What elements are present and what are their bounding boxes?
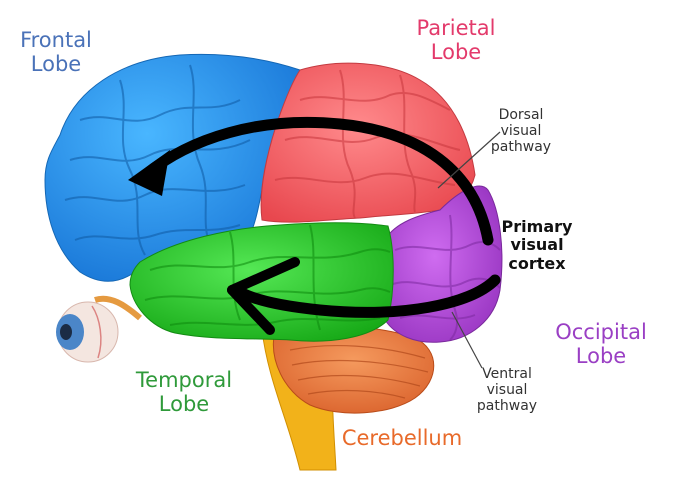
frontal-lobe-label: Frontal Lobe (14, 28, 98, 76)
ventral-label-line1: Ventral (482, 366, 532, 382)
dorsal-label-line1: Dorsal (498, 107, 544, 123)
dorsal-label-pointer (437, 131, 501, 189)
primary-visual-cortex-label: Primary visual cortex (498, 217, 576, 273)
occipital-lobe-label-line1: Occipital (555, 320, 647, 344)
ventral-pathway-label: Ventral visual pathway (470, 366, 544, 414)
cerebellum-label: Cerebellum (332, 426, 472, 450)
temporal-folds (144, 224, 391, 331)
temporal-lobe-label-line1: Temporal (135, 368, 233, 392)
parietal-lobe-label: Parietal Lobe (404, 16, 508, 64)
ventral-pathway-arrow (234, 274, 501, 318)
ventral-arrowhead-lower (227, 285, 275, 335)
occipital-lobe-label-line2: Lobe (575, 344, 627, 369)
dorsal-pathway-label: Dorsal visual pathway (486, 107, 556, 155)
occipital-folds (389, 214, 501, 341)
temporal-lobe-label-line2: Lobe (158, 392, 210, 417)
primary-label-line1: Primary (501, 217, 573, 236)
temporal-lobe-label: Temporal Lobe (126, 368, 242, 416)
parietal-lobe-label-line2: Lobe (430, 40, 482, 65)
dorsal-label-line2: visual (500, 123, 542, 140)
parietal-lobe-label-line1: Parietal (416, 16, 496, 40)
dorsal-pathway-arrow (139, 116, 494, 246)
parietal-folds (274, 69, 461, 219)
frontal-lobe-label-line1: Frontal (20, 28, 92, 52)
occipital-lobe-label: Occipital Lobe (547, 320, 655, 368)
frontal-lobe-label-line2: Lobe (30, 52, 82, 77)
primary-label-line3: cortex (508, 253, 566, 273)
ventral-arrowhead-upper (227, 257, 300, 295)
eye-illustration (56, 295, 142, 363)
ventral-label-line2: visual (486, 382, 528, 399)
dorsal-label-line3: pathway (490, 139, 552, 156)
parietal-lobe-shape (260, 62, 476, 223)
ventral-label-pointer (451, 311, 483, 369)
cerebellum-folds (289, 345, 429, 399)
frontal-folds (64, 64, 251, 256)
ventral-label-line3: pathway (476, 398, 538, 415)
cerebellum-label-text: Cerebellum (341, 426, 463, 450)
dorsal-arrowhead (128, 150, 170, 196)
primary-label-line2: visual (510, 235, 564, 255)
